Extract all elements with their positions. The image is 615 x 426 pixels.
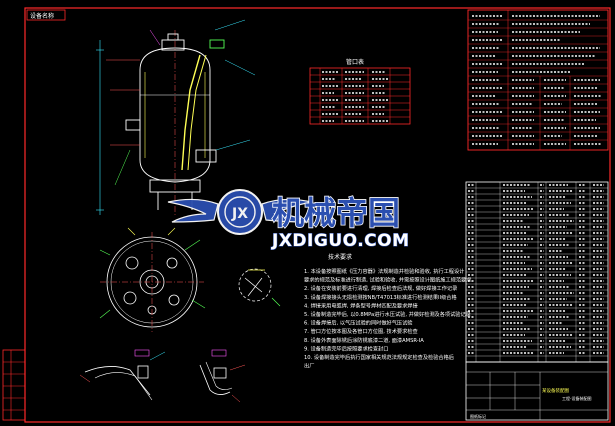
wing-logo-icon: JX (167, 189, 313, 235)
tech-note-line: 要求的规范及标准进行制造, 试验和验收, 并需按照设计图纸施工规范要求 (304, 276, 472, 284)
tech-note-line: 9. 设备制造完毕后按照要求检查封口 (304, 344, 388, 352)
tech-note-line: 1. 本设备按照图纸《压力容器》法规制造并检验和验收, 执行工程设计 (304, 267, 464, 275)
detail-view-i (79, 349, 166, 401)
title-block: 某设备装配图 工程-设备装配图 图纸标记 (465, 361, 609, 421)
detail-view-bolt (238, 268, 281, 307)
vessel-elevation (96, 19, 256, 215)
watermark-brand-en: JXDIGUO.COM (271, 231, 410, 251)
parts-list-table (465, 181, 609, 363)
tech-note-line: 8. 设备外表面除锈后涂防锈底漆二道, 面漆AMSR-IA (304, 336, 424, 344)
tech-note-line: 3. 设备焊接接头无损检测按NB/T47013标准进行检测结果II级合格 (304, 293, 457, 301)
drawing-frame (2, 7, 611, 423)
svg-text:JX: JX (231, 206, 248, 222)
tech-note-line: 2. 设备在安装前要进行清理, 焊接后检查后法规, 做好焊接工作记录 (304, 284, 457, 292)
plan-view (99, 227, 206, 332)
title-block-code: 工程-设备装配图 (562, 395, 591, 401)
detail-view-ii (199, 349, 246, 403)
tech-note-line: 7. 管口方位按本图及各管口方位图, 技术要求检查 (304, 327, 418, 335)
design-data-table (467, 9, 609, 151)
watermark-brand-cn: 机械帝国 (272, 194, 400, 232)
stamp-box: 设备名称 (26, 9, 66, 21)
tech-notes-title: 技术要求 (328, 253, 352, 261)
title-block-name: 某设备装配图 (542, 387, 569, 394)
nozzle-table-title: 管口表 (346, 58, 364, 66)
tech-note-line: 5. 设备制造完毕后, 以0.8MPa进行水压试验, 并做好检测及各项试验记录 (304, 310, 471, 318)
sheet-label: 图纸标记 (470, 413, 486, 419)
tech-note-line: 4. 焊接采用电弧焊, 焊条型号焊材匹配及要求焊接 (304, 301, 418, 309)
stamp-label: 设备名称 (30, 12, 54, 20)
tech-note-line: 10. 设备制造完毕后执行国家相关规范法规规定检查及检验合格后 (304, 353, 454, 361)
tech-note-line: 出厂 (304, 362, 314, 370)
technical-requirements: 技术要求 1. 本设备按照图纸《压力容器》法规制造并检验和验收, 执行工程设计 … (304, 253, 472, 370)
site-watermark: JX 机械帝国 JXDIGUO.COM (167, 189, 410, 252)
tech-note-line: 6. 设备焊接后, 以气压试验的同时做好气压试验 (304, 319, 413, 327)
nozzle-table: 管口表 (309, 58, 411, 125)
